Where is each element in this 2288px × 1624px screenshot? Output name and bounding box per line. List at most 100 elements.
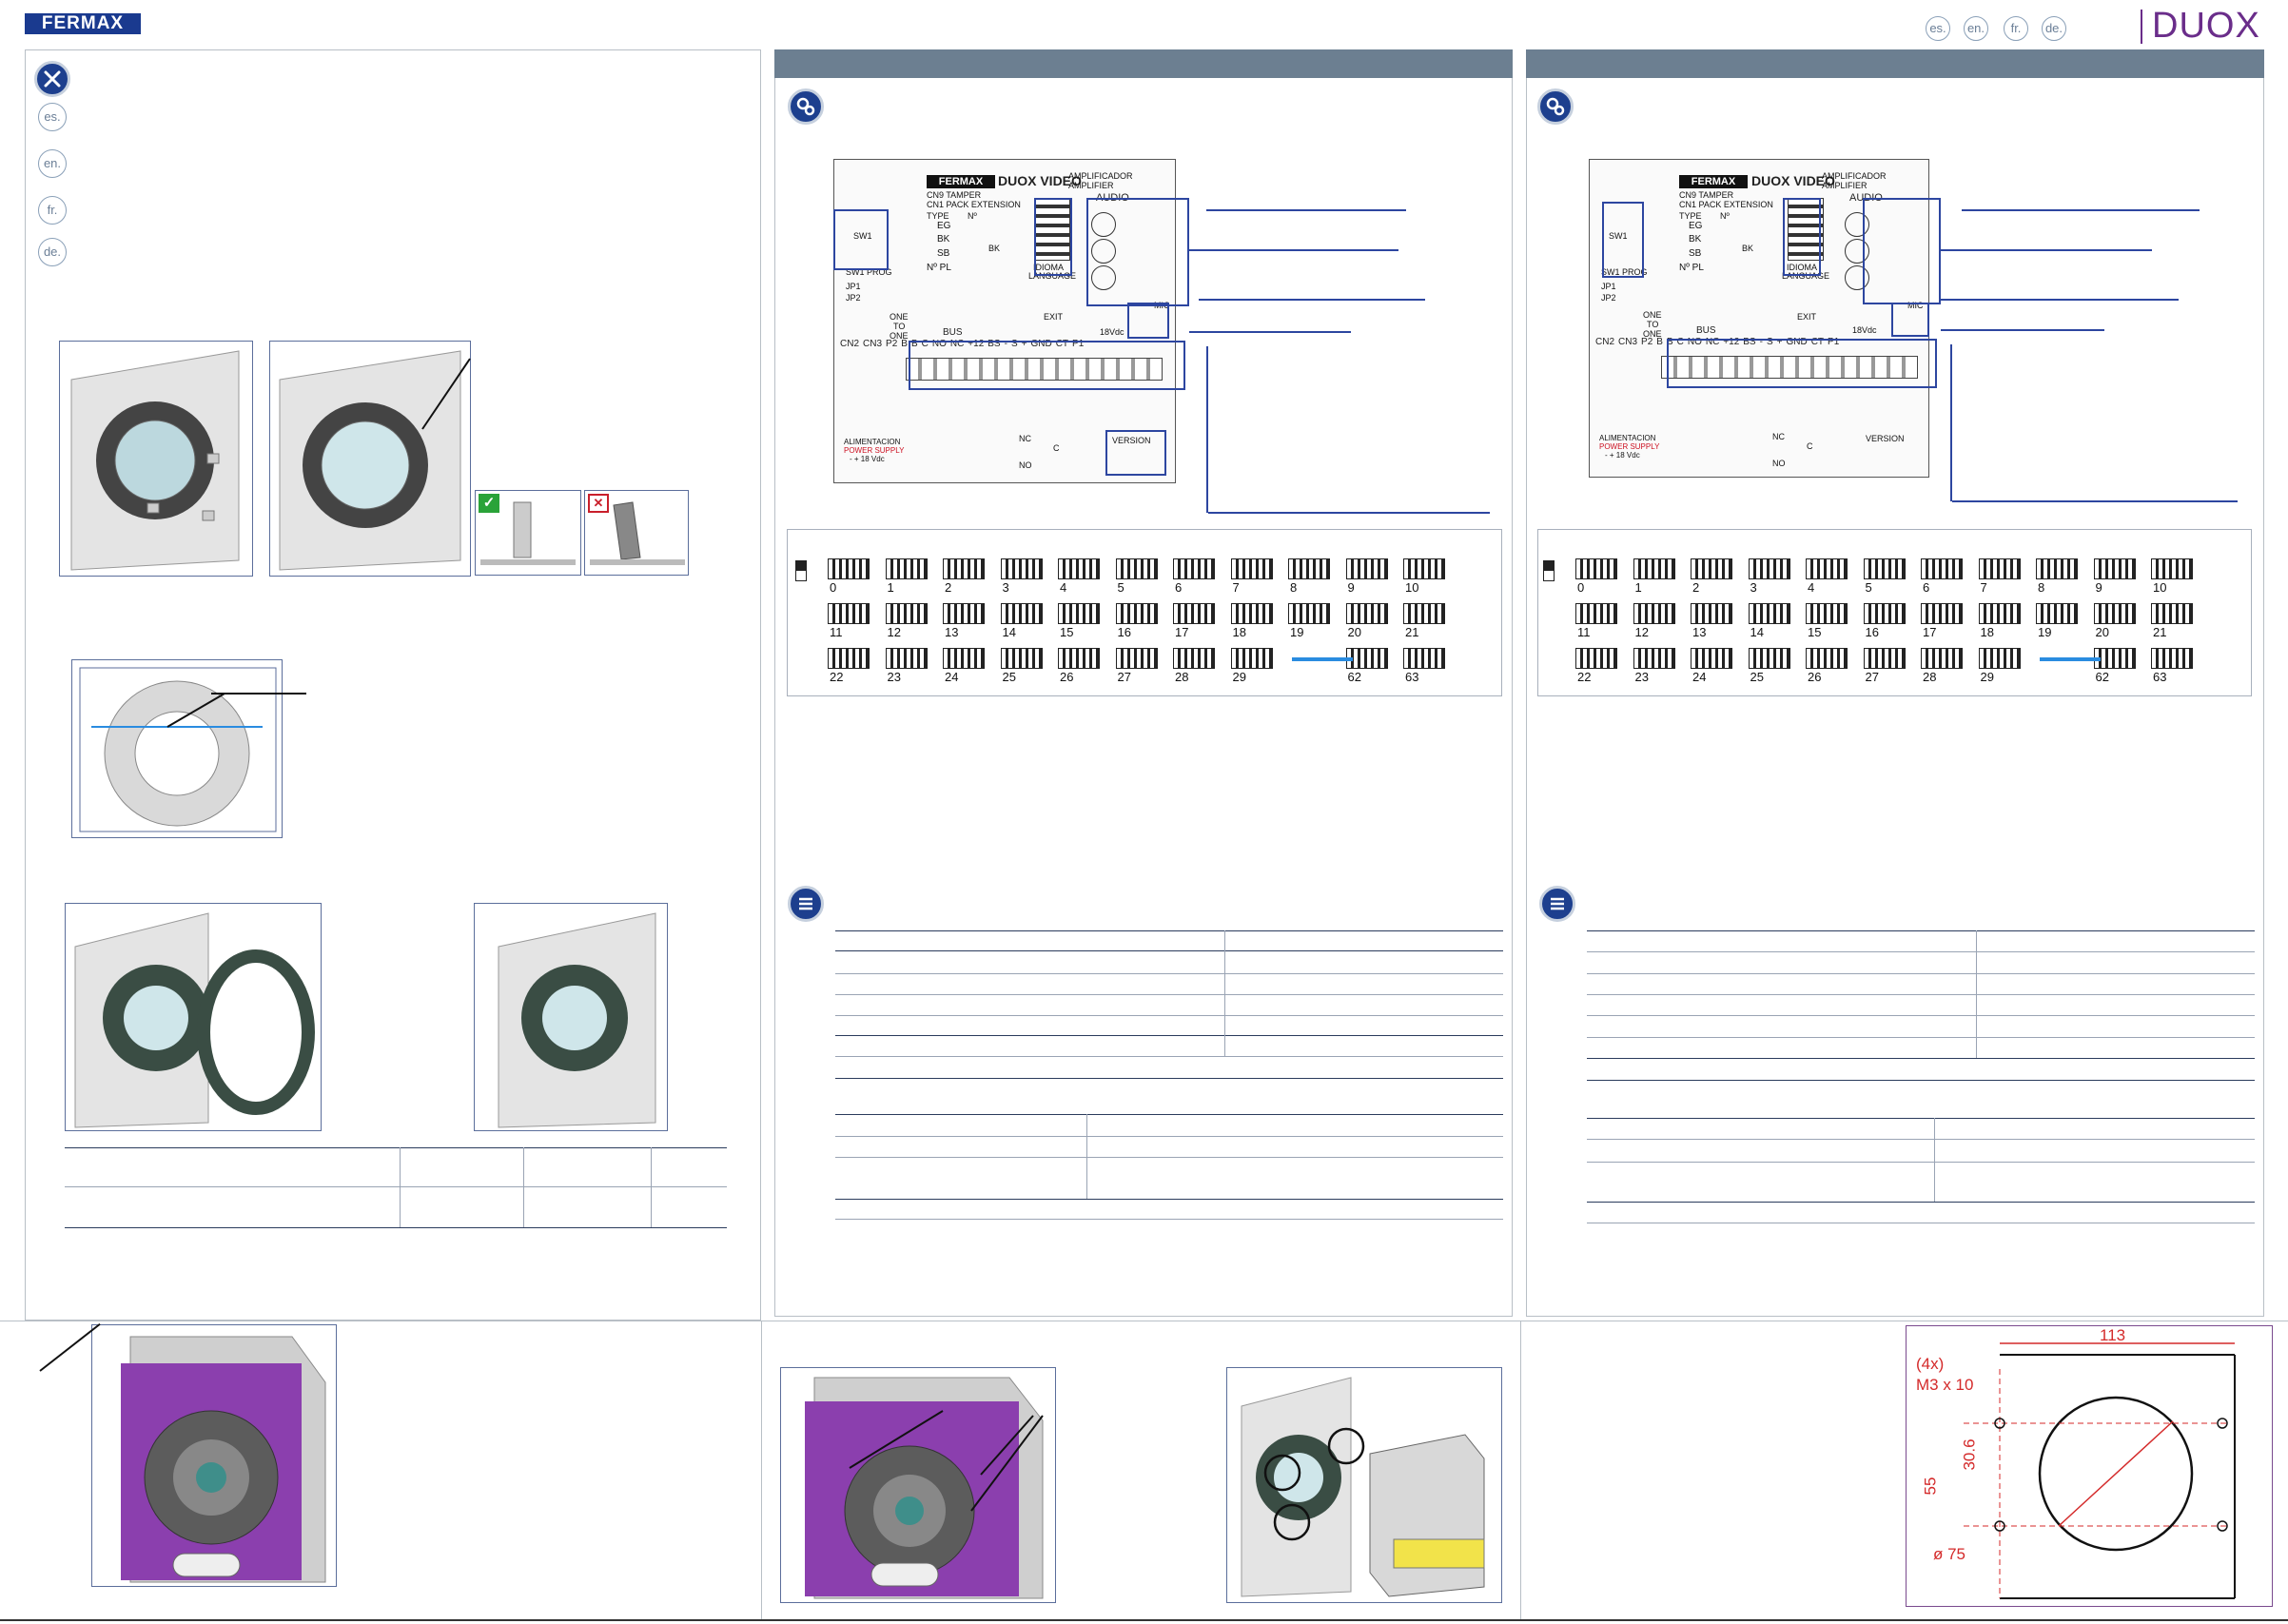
language-dip-switch-b[interactable] [1788,198,1824,261]
bottom-divider-1 [761,1321,762,1619]
dip-label-a-26: 26 [1060,670,1074,684]
board-b-no: Nº [1720,211,1730,221]
figure-module-assembly [1226,1367,1502,1603]
board-jp1: JP1 [846,282,861,291]
dip-label-b-8: 8 [2038,580,2045,595]
audio-trimmer-2[interactable] [1091,239,1116,264]
side-lang-es[interactable]: es. [38,103,67,131]
terminal-p1: P1 [1072,339,1085,349]
terminal-ct: CT [1055,339,1069,349]
lang-de-badge[interactable]: de. [2042,16,2066,41]
amplifier-board-b: FERMAX DUOX VIDEO AMPLIFICADOR AMPLIFIER… [1589,159,1929,478]
board-type-sb: SB [937,248,950,259]
figure-module-screws [780,1367,1056,1603]
terminal-block-b[interactable] [1661,356,1918,379]
dip-label-b-63: 63 [2153,670,2167,684]
dip-label-a-63: 63 [1405,670,1419,684]
dip-label-a-10: 10 [1405,580,1419,595]
board-type-eg: EG [937,221,951,231]
dip-switch-a-12 [885,603,928,624]
dip-switch-b-4 [1806,558,1848,579]
table-b2-rule-2 [1587,1139,2255,1140]
dip-table-b [1537,529,2252,696]
lang-fr-badge[interactable]: fr. [2004,16,2028,41]
dip-switch-b-14 [1748,603,1790,624]
terminal-b-c: C [1676,337,1684,347]
board-b-relay-nc: NC [1772,432,1785,441]
dip-label-a-29: 29 [1232,670,1246,684]
list-icon-a [788,886,824,922]
board-b-mic: MIC [1907,301,1924,310]
audio-trimmer-1[interactable] [1091,212,1116,237]
figure-wall-studs [59,341,253,577]
board-model: DUOX VIDEO [998,173,1082,188]
board-18vdc: 18Vdc [1100,327,1124,337]
table-a1-rule-6 [835,1056,1503,1057]
board-language: LANGUAGE [1028,271,1077,281]
audio-trimmer-b2[interactable] [1845,239,1869,264]
terminal-block[interactable] [906,358,1163,381]
callout-line-1 [1206,209,1406,211]
callout-line-4 [1189,331,1351,333]
table-a1-rule-3 [835,994,1503,995]
board-one-3: ONE [890,331,909,341]
terminal-no: NO [931,339,947,349]
audio-trimmer-b1[interactable] [1845,212,1869,237]
highlight-version [1105,430,1166,476]
dip-switch-a-1 [885,558,928,579]
dip-label-a-12: 12 [887,625,901,639]
terminal-gnd: GND [1030,339,1052,349]
dip-label-b-27: 27 [1865,670,1879,684]
dip-switch-b-20 [2093,603,2136,624]
callout-line-5 [1208,512,1490,514]
dip-switch-b-25 [1748,648,1790,669]
dip-label-a-14: 14 [1002,625,1016,639]
side-lang-fr[interactable]: fr. [38,196,67,225]
dip-label-a-20: 20 [1347,625,1361,639]
dip-switch-b-13 [1691,603,1732,624]
dip-switch-b-24 [1691,648,1732,669]
dip-legend-key-b [1543,560,1555,581]
dim-30-6: 30.6 [1960,1438,1979,1471]
table-b1-rule-2 [1587,951,2255,952]
dip-label-b-11: 11 [1577,625,1591,639]
side-lang-de[interactable]: de. [38,238,67,266]
audio-trimmer-b3[interactable] [1845,265,1869,290]
lang-es-badge[interactable]: es. [1926,16,1950,41]
dip-switch-b-21 [2151,603,2193,624]
dip-label-a-13: 13 [945,625,959,639]
dip-switch-b-27 [1863,648,1906,669]
dip-switch-a-2 [943,558,985,579]
lang-en-badge[interactable]: en. [1964,16,1988,41]
table-a1-rule-2 [835,973,1503,974]
dip-label-a-0: 0 [830,580,837,595]
table-a1-rule-top [835,930,1503,931]
callout-b-line-4 [1941,329,2104,331]
board-b-one-3: ONE [1643,329,1662,339]
terminal-b2: B [910,339,918,349]
dip-label-a-23: 23 [887,670,901,684]
board-bk-label: BK [988,244,1001,253]
board-cn1: CN1 PACK EXTENSION [927,200,1021,209]
dip-switch-a-63 [1403,648,1445,669]
terminal-nc: NC [949,339,965,349]
highlight-b-mic [1891,303,1929,337]
dim-diameter: ø 75 [1933,1545,1966,1563]
audio-trimmer-3[interactable] [1091,265,1116,290]
board-b-one-1: ONE [1643,310,1662,320]
terminal-cn3: CN3 [863,339,883,349]
side-lang-en[interactable]: en. [38,149,67,178]
terminal-b-cn3: CN3 [1618,337,1638,347]
table-b1-rule-7 [1587,1058,2255,1059]
dip-switch-a-15 [1058,603,1100,624]
config-panel-b-header [1526,49,2264,78]
board-no: Nº [968,211,977,221]
board-b-type-eg: EG [1689,221,1703,231]
installation-panel [25,49,761,1321]
terminal-labels: CN2 CN3 P2 B B C NO NC +12 BS - S + GND … [840,339,1169,354]
board-type: TYPE [927,211,949,221]
board-relay-no: NO [1019,460,1032,470]
board-amp-es: AMPLIFICADOR [1068,171,1133,181]
board-b-jp1: JP1 [1601,282,1616,291]
board-b-cn9: CN9 TAMPER [1679,190,1734,200]
